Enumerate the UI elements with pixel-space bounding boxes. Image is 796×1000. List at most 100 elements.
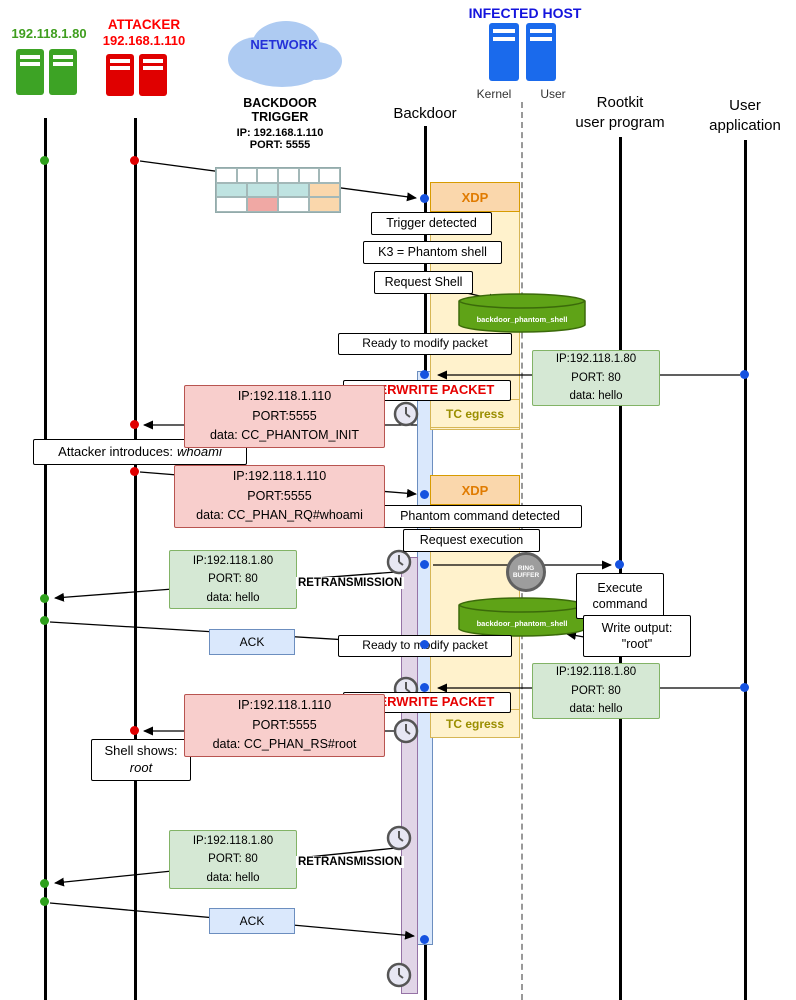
event-dot-blue — [740, 370, 749, 379]
write-output-line2: "root" — [621, 637, 653, 651]
shell-shows-text: Shell shows: — [104, 743, 178, 759]
event-dot-green — [40, 897, 49, 906]
request-execution-label: Request execution — [403, 529, 540, 552]
event-dot-green — [40, 594, 49, 603]
xdp-label-2: XDP — [430, 475, 520, 505]
green-server-icon — [16, 49, 78, 100]
event-dot-blue — [420, 640, 429, 649]
trigger-title-1: BACKDOOR — [243, 96, 317, 110]
kernel-label: Kernel — [476, 87, 512, 101]
attacker-introduces-label: Attacker introduces:whoami — [33, 439, 247, 465]
retransmission-label-2: RETRANSMISSION — [296, 856, 405, 868]
infected-host-title: INFECTED HOST — [468, 5, 582, 21]
phantom-shell-db-icon: backdoor_phantom_shell — [458, 596, 586, 638]
k3-phantom-shell-label: K3 = Phantom shell — [363, 241, 502, 264]
write-output-label: Write output: "root" — [583, 615, 691, 657]
shell-shows-output: root — [129, 760, 153, 775]
execute-command-label: Execute command — [576, 573, 664, 619]
tc-egress-2: TC egress — [430, 709, 520, 738]
trigger-ip: IP: 192.168.1.110 — [236, 127, 324, 139]
execute-command-line2: command — [592, 597, 648, 611]
user-label: User — [540, 87, 566, 101]
trigger-title-2: TRIGGER — [251, 110, 309, 124]
packet-cell — [216, 168, 237, 183]
event-dot-red — [130, 156, 139, 165]
phantom-command-detected-label: Phantom command detected — [378, 505, 582, 528]
event-dot-blue — [420, 490, 429, 499]
packet-cell — [298, 168, 320, 183]
tc-egress-text: TC egress — [445, 716, 505, 731]
event-dot-blue — [615, 560, 624, 569]
packet-cell — [278, 197, 309, 213]
packet-cell — [319, 168, 341, 183]
ring-buffer-text-1: RING — [517, 564, 535, 572]
user-application-label-line1: User — [729, 97, 761, 114]
phantom-shell-db-icon: backdoor_phantom_shell — [458, 292, 586, 334]
packet-cell — [216, 182, 247, 198]
phantom-shell-db-label: backdoor_phantom_shell — [476, 619, 568, 628]
packet-cell — [247, 182, 278, 198]
execute-command-line1: Execute — [597, 580, 643, 595]
attacker-ip: 192.168.1.110 — [102, 33, 186, 48]
rootkit-label: Rootkit user program — [564, 93, 676, 134]
ready-to-modify-label-1: Ready to modify packet — [338, 333, 512, 355]
write-output-line1: Write output: — [601, 620, 673, 635]
event-dot-red — [130, 467, 139, 476]
packet-cell — [257, 168, 279, 183]
event-dot-blue — [420, 370, 429, 379]
network-label: NETWORK — [250, 37, 318, 52]
retransmission-label-1: RETRANSMISSION — [296, 577, 405, 589]
packet-cell — [309, 197, 340, 213]
event-dot-red — [130, 726, 139, 735]
ack-box-2: ACK — [209, 908, 295, 934]
lifeline-green-host — [44, 118, 47, 1000]
backdoor-label: Backdoor — [393, 105, 457, 122]
green-host-label: 192.118.1.80 — [11, 26, 87, 41]
trigger-packet-diagram — [215, 167, 341, 213]
event-dot-green — [40, 156, 49, 165]
event-dot-blue — [420, 194, 429, 203]
trigger-detected-label: Trigger detected — [371, 212, 492, 235]
packet-cell — [247, 197, 278, 213]
packet-cell — [216, 197, 247, 213]
attacker-introduces-text: Attacker introduces: — [58, 443, 174, 459]
ring-buffer-icon: RING BUFFER — [506, 552, 546, 592]
packet-cell — [278, 168, 299, 183]
xdp-text: XDP — [461, 189, 489, 205]
red-server-icon — [106, 54, 168, 101]
rootkit-label-line2: user program — [575, 114, 665, 132]
packet-cell — [309, 182, 340, 198]
event-dot-red — [130, 420, 139, 429]
clock-icon — [393, 401, 419, 427]
ring-buffer-text-2: BUFFER — [512, 572, 540, 579]
user-application-label: User application — [698, 96, 792, 137]
event-dot-blue — [420, 683, 429, 692]
shell-shows-label: Shell shows: root — [91, 739, 191, 781]
tc-egress-1: TC egress — [430, 399, 520, 428]
event-dot-blue — [420, 935, 429, 944]
packet-cell — [278, 182, 309, 198]
blue-servers-icon — [489, 23, 557, 86]
rootkit-label-line1: Rootkit — [596, 94, 644, 111]
packet-cell — [236, 168, 258, 183]
phantom-shell-db-label: backdoor_phantom_shell — [476, 315, 568, 324]
event-dot-blue — [740, 683, 749, 692]
event-dot-green — [40, 879, 49, 888]
lifeline-user-application — [744, 140, 747, 1000]
tc-egress-text: TC egress — [445, 406, 505, 421]
event-dot-blue — [420, 560, 429, 569]
overwrite-packet-label-1: OVERWRITE PACKET — [343, 380, 511, 401]
lifeline-attacker — [134, 118, 137, 1000]
user-application-label-line2: application — [709, 117, 781, 135]
request-shell-label: Request Shell — [374, 271, 473, 294]
ack-box-1: ACK — [209, 629, 295, 655]
